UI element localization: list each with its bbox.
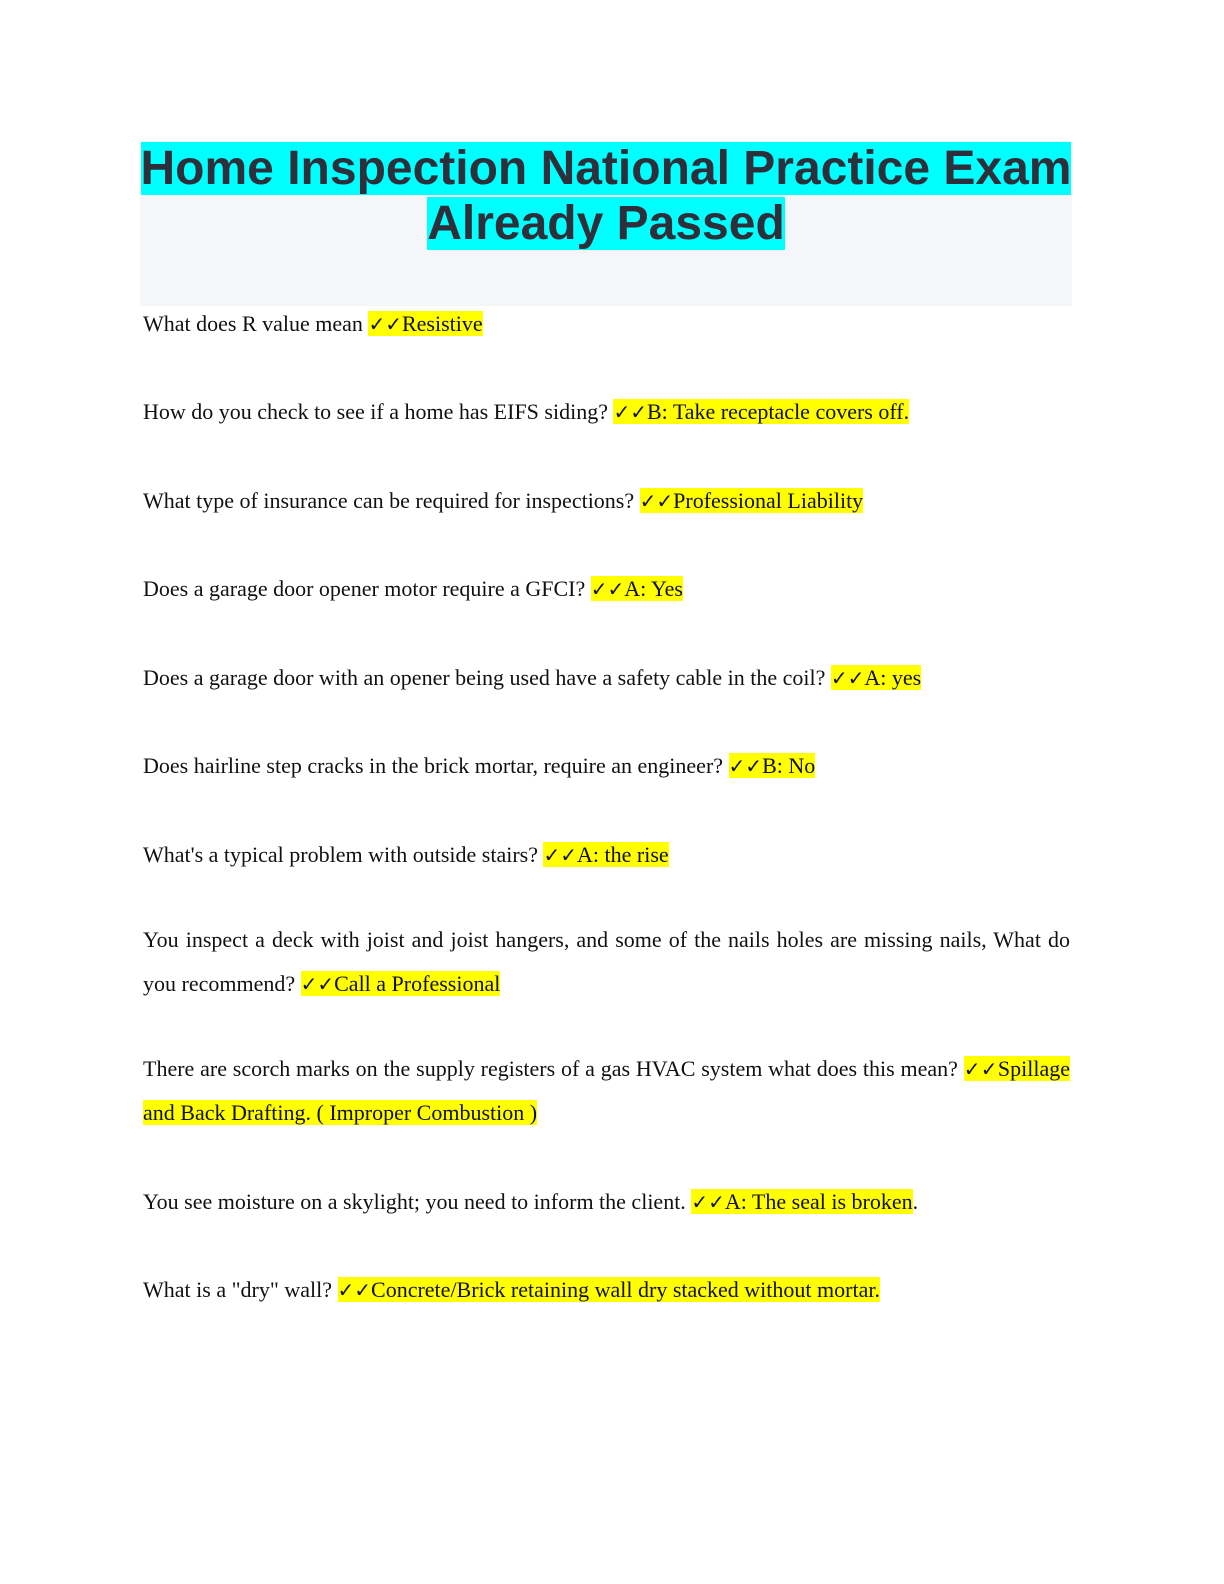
- title-line-2: Already Passed: [427, 197, 785, 250]
- answer-highlight: ✓✓Professional Liability: [639, 488, 864, 513]
- question-text: Does a garage door opener motor require …: [143, 576, 591, 601]
- question-text: Does a garage door with an opener being …: [143, 665, 831, 690]
- answer-text: B: No: [762, 753, 816, 778]
- double-check-icon: ✓✓: [337, 1278, 372, 1302]
- answer-text: A: the rise: [577, 842, 669, 867]
- answer-highlight: ✓✓A: the rise: [543, 842, 669, 867]
- answer-highlight: ✓✓Call a Professional: [300, 971, 501, 996]
- answer-highlight: ✓✓A: Yes: [590, 576, 683, 601]
- answer-text: B: Take receptacle covers off.: [646, 399, 910, 424]
- double-check-icon: ✓✓: [613, 400, 647, 424]
- qa-item: How do you check to see if a home has EI…: [143, 390, 1070, 434]
- answer-highlight: ✓✓A: The seal is broken: [691, 1189, 913, 1214]
- double-check-icon: ✓✓: [300, 972, 335, 996]
- qa-item: What is a "dry" wall? ✓✓Concrete/Brick r…: [143, 1268, 1070, 1312]
- trailing-period: .: [912, 1189, 919, 1214]
- question-text: What does R value mean: [143, 311, 369, 336]
- answer-text: Spillage and Back Drafting. ( Improper C…: [143, 1056, 1070, 1125]
- answer-text: A: The seal is broken: [724, 1189, 913, 1214]
- question-text: You inspect a deck with joist and joist …: [143, 927, 1070, 996]
- title-block: Home Inspection National Practice Exam A…: [140, 141, 1072, 306]
- answer-highlight: ✓✓Resistive: [368, 311, 483, 336]
- qa-item: What does R value mean ✓✓Resistive: [143, 302, 1070, 346]
- question-text: You see moisture on a skylight; you need…: [143, 1189, 692, 1214]
- double-check-icon: ✓✓: [830, 666, 865, 690]
- qa-item: What type of insurance can be required f…: [143, 479, 1070, 523]
- double-check-icon: ✓✓: [691, 1190, 725, 1214]
- answer-highlight: ✓✓B: Take receptacle covers off.: [613, 399, 910, 424]
- answer-text: A: yes: [864, 665, 922, 690]
- document-title: Home Inspection National Practice Exam A…: [140, 141, 1072, 251]
- answer-highlight: ✓✓B: No: [728, 753, 816, 778]
- qa-item: You inspect a deck with joist and joist …: [143, 918, 1070, 1006]
- qa-item: There are scorch marks on the supply reg…: [143, 1047, 1070, 1135]
- double-check-icon: ✓✓: [543, 843, 577, 867]
- qa-item: What's a typical problem with outside st…: [143, 833, 1070, 877]
- answer-highlight: ✓✓A: yes: [830, 665, 922, 690]
- qa-item: Does a garage door with an opener being …: [143, 656, 1070, 700]
- answer-text: Concrete/Brick retaining wall dry stacke…: [371, 1277, 880, 1302]
- answer-text: Resistive: [401, 311, 483, 336]
- question-text: How do you check to see if a home has EI…: [143, 399, 614, 424]
- question-text: What's a typical problem with outside st…: [143, 842, 544, 867]
- answer-text: Call a Professional: [334, 971, 501, 996]
- question-text: There are scorch marks on the supply reg…: [143, 1056, 964, 1081]
- double-check-icon: ✓✓: [368, 312, 402, 336]
- title-line-1: Home Inspection National Practice Exam: [140, 142, 1072, 195]
- question-text: Does hairline step cracks in the brick m…: [143, 753, 729, 778]
- qa-item: You see moisture on a skylight; you need…: [143, 1180, 1070, 1224]
- double-check-icon: ✓✓: [728, 754, 763, 778]
- answer-highlight: ✓✓Concrete/Brick retaining wall dry stac…: [337, 1277, 880, 1302]
- double-check-icon: ✓✓: [963, 1057, 998, 1081]
- question-text: What type of insurance can be required f…: [143, 488, 640, 513]
- qa-item: Does a garage door opener motor require …: [143, 567, 1070, 611]
- answer-text: Professional Liability: [673, 488, 864, 513]
- qa-item: Does hairline step cracks in the brick m…: [143, 744, 1070, 788]
- question-text: What is a "dry" wall?: [143, 1277, 338, 1302]
- double-check-icon: ✓✓: [590, 577, 625, 601]
- double-check-icon: ✓✓: [639, 489, 674, 513]
- answer-text: A: Yes: [624, 576, 683, 601]
